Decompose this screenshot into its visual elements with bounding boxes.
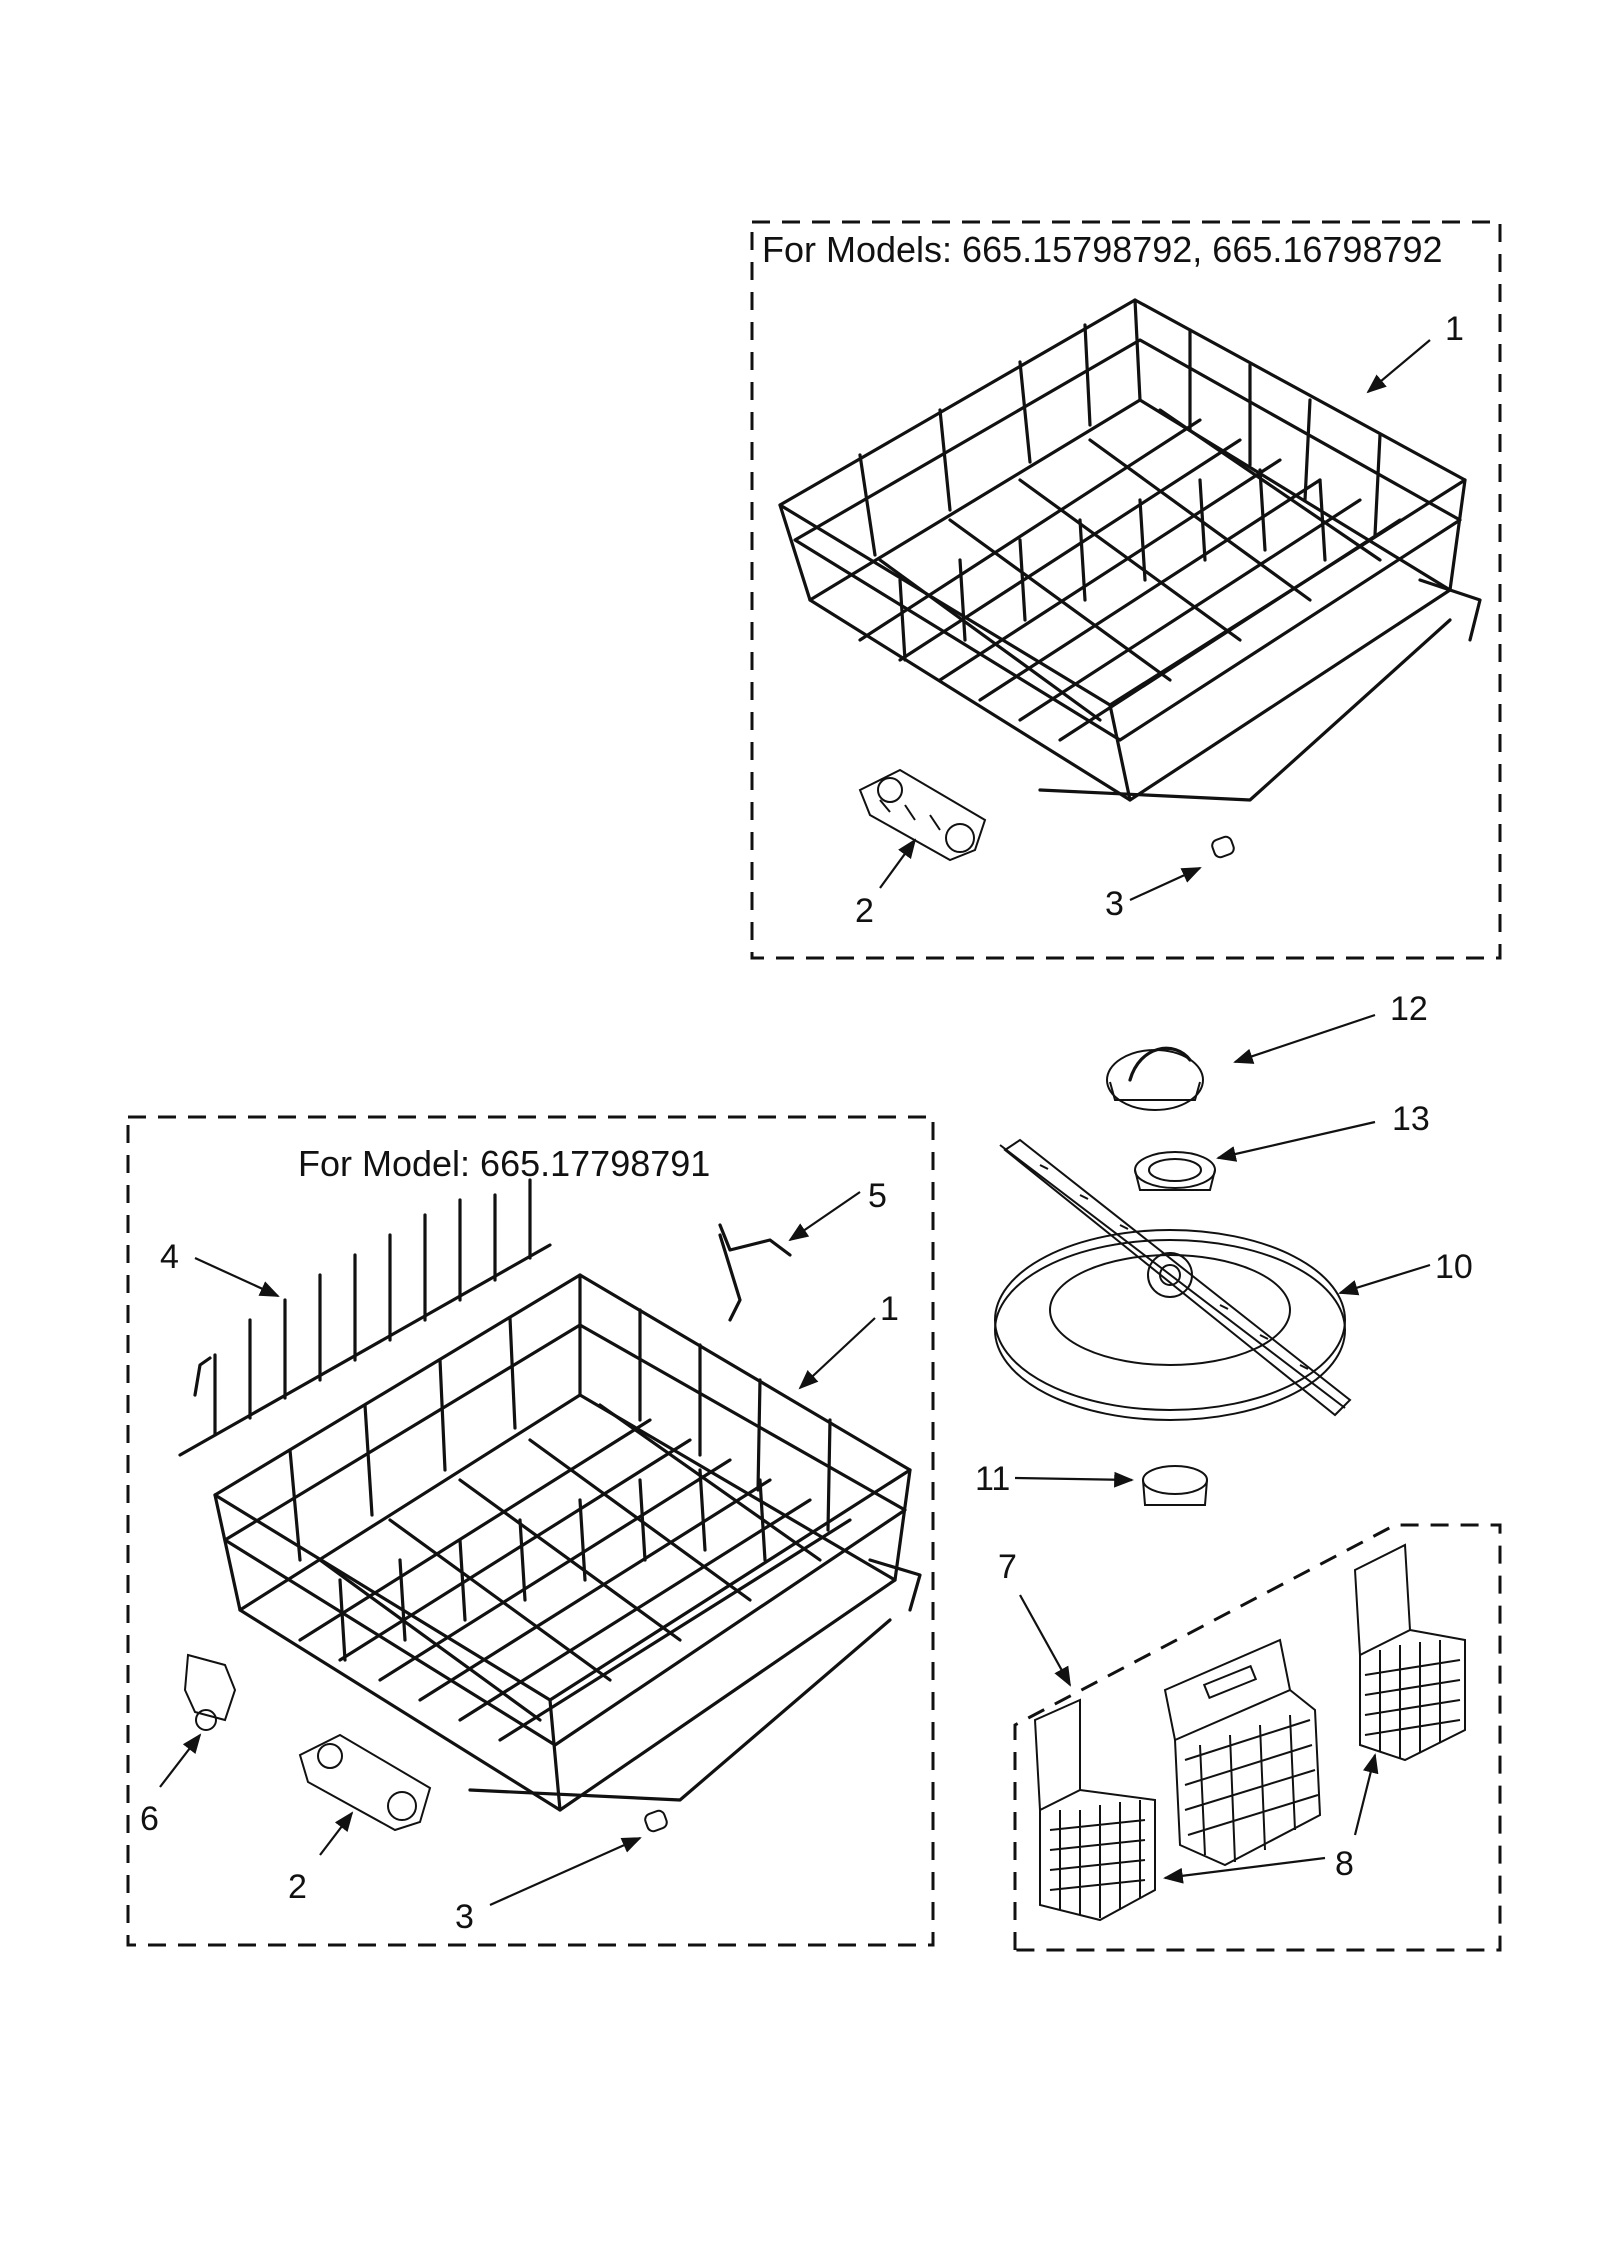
top-dashed-frame [750,220,1502,960]
callout-top-rack: 1 [1445,310,1464,348]
callout-left-clip6: 6 [140,1800,159,1838]
callout-basket: 8 [1335,1845,1354,1883]
left-dashed-frame [126,1115,935,1947]
basket-right-illustration [1353,1543,1466,1762]
top-model-group: For Models: 665.15798792, 665.16798792 [750,220,1502,960]
spray-arm-assembly-illustration [994,1138,1352,1421]
clip-6-illustration [183,1653,237,1731]
callout-left-stop: 3 [455,1898,474,1936]
tine-row-illustration [178,1178,552,1457]
rack-stop-top-illustration [1211,835,1235,859]
rack-stop-left-illustration [644,1809,668,1833]
callout-top-stop: 3 [1105,885,1124,923]
lower-rack-illustration [213,1273,922,1812]
spray-nut-illustration [1142,1465,1208,1506]
callout-arm: 10 [1435,1248,1473,1286]
silverware-basket-group: 7 8 [998,1523,1502,1952]
callout-left-rack: 1 [880,1290,899,1328]
bearing-ring-illustration [1134,1151,1216,1191]
upper-rack-top-illustration [778,298,1482,802]
spray-cap-illustration [1106,1046,1204,1111]
basket-dashed-frame [1013,1523,1502,1952]
callout-left-tine: 4 [160,1238,179,1276]
clip-5-illustration [718,1223,792,1322]
callout-top-wheel: 2 [855,892,874,930]
basket-left-illustration [1033,1698,1156,1922]
callout-cap: 12 [1390,990,1428,1028]
callout-nut: 11 [975,1460,1010,1498]
left-model-group: For Model: 665.17798791 [126,1115,935,1947]
left-model-header: For Model: 665.17798791 [298,1143,710,1184]
basket-middle-illustration [1163,1638,1322,1867]
callout-left-wheel: 2 [288,1868,307,1906]
top-models-header: For Models: 665.15798792, 665.16798792 [762,229,1443,270]
rack-wheel-top-illustration [858,768,987,862]
callout-ring: 13 [1392,1100,1430,1138]
callout-basket-set: 7 [998,1548,1017,1586]
spray-arm-group: 12 13 10 11 [975,990,1473,1506]
rack-wheel-left-illustration [298,1733,432,1832]
callout-left-clip: 5 [868,1177,887,1215]
